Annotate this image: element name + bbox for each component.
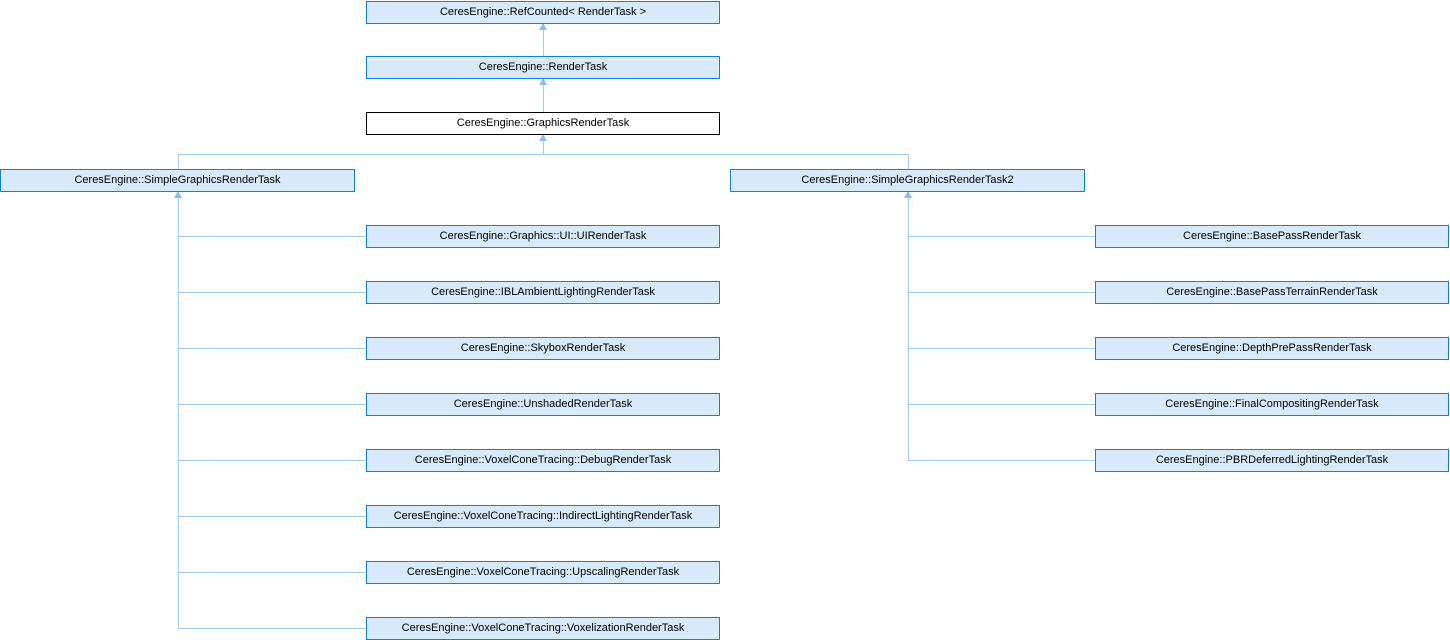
- node-unshadedrendertask[interactable]: CeresEngine::UnshadedRenderTask: [366, 393, 720, 416]
- edge-branch-skybox: [178, 348, 366, 349]
- edge-branch-vct-voxelization: [178, 628, 366, 629]
- node-vct-debugrendertask[interactable]: CeresEngine::VoxelConeTracing::DebugRend…: [366, 449, 720, 472]
- edge-branch-uirendertask: [178, 236, 366, 237]
- edge-branch-depthprepass: [908, 348, 1095, 349]
- node-pbrdeferredlighting[interactable]: CeresEngine::PBRDeferredLightingRenderTa…: [1095, 449, 1449, 472]
- edge-drop-simple1: [178, 154, 179, 169]
- edge-branch-iblambient: [178, 292, 366, 293]
- node-basepassterrain[interactable]: CeresEngine::BasePassTerrainRenderTask: [1095, 281, 1449, 304]
- arrowhead-up-icon: [539, 134, 547, 141]
- edge-refcounted-rendertask: [543, 23, 544, 56]
- edge-branch-vct-upscaling: [178, 572, 366, 573]
- edge-branch-basepassterrain: [908, 292, 1095, 293]
- edge-branch-vct-debug: [178, 460, 366, 461]
- node-vct-voxelization[interactable]: CeresEngine::VoxelConeTracing::Voxelizat…: [366, 617, 720, 640]
- edge-branch-pbrdeferred: [908, 460, 1095, 461]
- edge-graphics-stem: [543, 134, 544, 154]
- arrowhead-up-icon: [539, 78, 547, 85]
- edge-simple1-trunk: [178, 191, 179, 628]
- arrowhead-up-icon: [539, 23, 547, 30]
- edge-drop-simple2: [908, 154, 909, 169]
- node-iblambientlighting[interactable]: CeresEngine::IBLAmbientLightingRenderTas…: [366, 281, 720, 304]
- arrowhead-up-icon: [174, 191, 182, 198]
- edge-branch-basepass: [908, 236, 1095, 237]
- node-depthprepass[interactable]: CeresEngine::DepthPrePassRenderTask: [1095, 337, 1449, 360]
- node-basepassrendertask[interactable]: CeresEngine::BasePassRenderTask: [1095, 225, 1449, 248]
- node-skyboxrendertask[interactable]: CeresEngine::SkyboxRenderTask: [366, 337, 720, 360]
- node-refcounted[interactable]: CeresEngine::RefCounted< RenderTask >: [366, 1, 720, 24]
- edge-graphics-split-bar: [178, 154, 909, 155]
- arrowhead-up-icon: [904, 191, 912, 198]
- node-uirendertask[interactable]: CeresEngine::Graphics::UI::UIRenderTask: [366, 225, 720, 248]
- node-graphicsrendertask: CeresEngine::GraphicsRenderTask: [366, 112, 720, 135]
- node-simplegraphicsrendertask2[interactable]: CeresEngine::SimpleGraphicsRenderTask2: [730, 169, 1085, 192]
- edge-simple2-trunk: [908, 191, 909, 460]
- node-rendertask[interactable]: CeresEngine::RenderTask: [366, 56, 720, 79]
- edge-branch-finalcompositing: [908, 404, 1095, 405]
- edge-rendertask-graphics: [543, 78, 544, 112]
- edge-branch-vct-indirect: [178, 516, 366, 517]
- node-finalcompositing[interactable]: CeresEngine::FinalCompositingRenderTask: [1095, 393, 1449, 416]
- node-vct-upscaling[interactable]: CeresEngine::VoxelConeTracing::Upscaling…: [366, 561, 720, 584]
- edge-branch-unshaded: [178, 404, 366, 405]
- node-simplegraphicsrendertask[interactable]: CeresEngine::SimpleGraphicsRenderTask: [0, 169, 355, 192]
- node-vct-indirectlighting[interactable]: CeresEngine::VoxelConeTracing::IndirectL…: [366, 505, 720, 528]
